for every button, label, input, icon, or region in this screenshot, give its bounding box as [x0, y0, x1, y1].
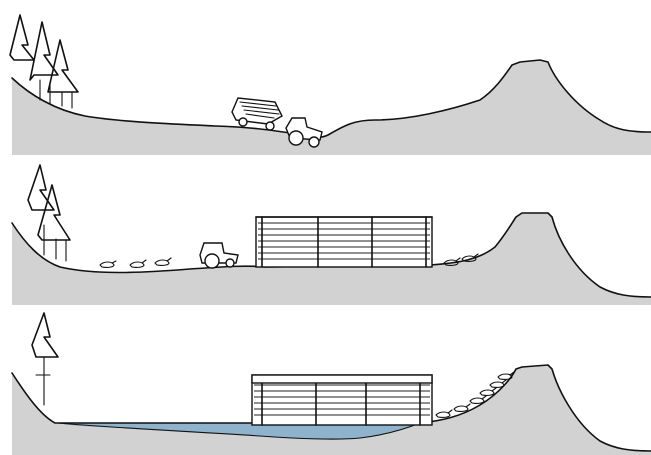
roofed-dam-structure: [252, 375, 432, 425]
panel-stage-1: [0, 0, 651, 155]
ground-fill: [12, 60, 651, 155]
panel-stage-3: [0, 305, 651, 455]
wooden-dam-structure: [256, 217, 432, 267]
pine-trees: [28, 165, 70, 261]
tractor: [200, 243, 238, 268]
sheep-flock: [100, 258, 171, 267]
pine-tree: [32, 313, 58, 405]
dump-truck-with-logs: [232, 98, 282, 130]
panel-stage-2: [0, 155, 651, 305]
